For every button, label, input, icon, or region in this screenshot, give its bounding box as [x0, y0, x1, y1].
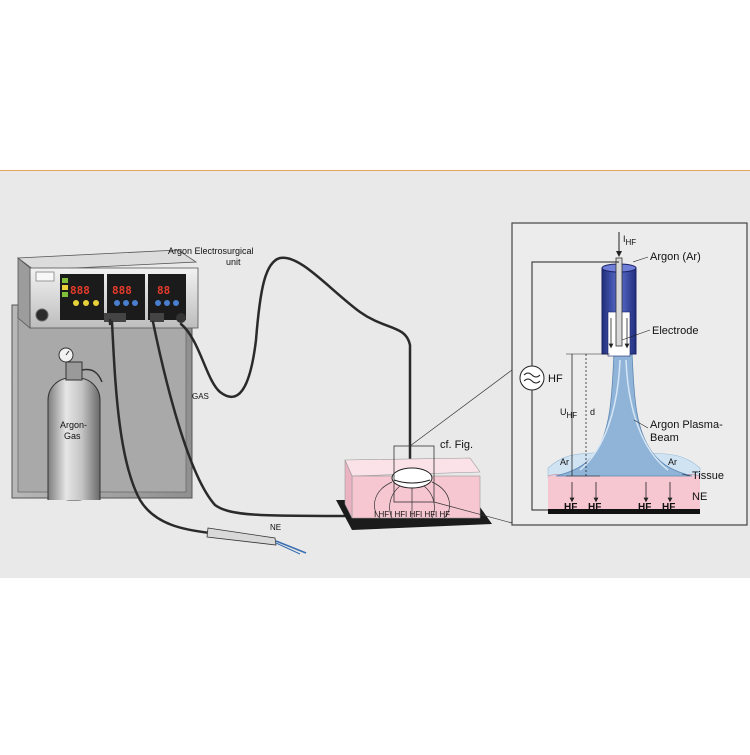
- unit-label-line2: unit: [226, 257, 241, 267]
- argon-gas-label-line2: Gas: [64, 431, 81, 441]
- inset-ar-right-label: Ar: [668, 457, 677, 467]
- display-readout-2: 888: [112, 284, 132, 297]
- inset-hf-arrow-1: HF: [564, 502, 577, 513]
- brand-logo: [35, 271, 55, 282]
- gas-label: GAS: [192, 392, 209, 401]
- power-button: [35, 308, 49, 322]
- tissue-current-4: I HF: [420, 510, 435, 519]
- argon-plasma-beam: [555, 351, 693, 477]
- ne-cable-label: NE: [270, 523, 281, 532]
- inset-hf-arrow-2: HF: [588, 502, 601, 513]
- display-panel-2: [107, 274, 145, 320]
- handpiece: [206, 527, 307, 555]
- handpiece-cable: [110, 320, 212, 535]
- inset-electrode: [615, 257, 623, 347]
- electrosurgical-unit: [16, 249, 199, 329]
- tissue-current-3: I HF: [405, 510, 420, 519]
- display-readout-3: 88: [157, 284, 170, 297]
- ne-cable: [151, 320, 354, 518]
- circuit-wire-bottom: [531, 390, 548, 511]
- inset-uhf-label: UHF: [560, 407, 577, 420]
- tissue-current-2: I HF: [390, 510, 405, 519]
- inset-plasma-label-line2: Beam: [650, 432, 679, 444]
- inset-hf-source-label: HF: [548, 373, 563, 385]
- display-panel-3: [148, 274, 186, 320]
- cf-fig-label: cf. Fig.: [440, 439, 473, 451]
- circuit-wire-top: [531, 261, 619, 366]
- inset-electrode-label: Electrode: [652, 325, 698, 337]
- cables: [108, 256, 412, 535]
- inset-ne-plate: [548, 509, 700, 514]
- tissue-block: [336, 445, 492, 530]
- equipment-cart: [11, 304, 193, 499]
- inset-argon-label: Argon (Ar): [650, 251, 701, 263]
- inset-hf-arrow-3: HF: [638, 502, 651, 513]
- argon-gas-cylinder: [47, 347, 103, 501]
- inset-plasma-label-line1: Argon Plasma-: [650, 419, 723, 431]
- gas-hose: [179, 256, 412, 502]
- unit-label-line1: Argon Electrosurgical: [168, 246, 254, 256]
- inset-panel: [511, 222, 748, 526]
- inset-d-label: d: [590, 407, 595, 417]
- tissue-current-5: I HF: [435, 510, 450, 519]
- cf-fig-frame: [393, 445, 435, 503]
- inset-ar-left-label: Ar: [560, 457, 569, 467]
- inset-tissue: [548, 476, 700, 510]
- inset-ne-label: NE: [692, 491, 707, 503]
- inset-hf-arrow-4: HF: [662, 502, 675, 513]
- leader-line-bottom: [433, 501, 513, 524]
- inset-ihf-label: IHF: [623, 234, 636, 247]
- argon-gas-label-line1: Argon-: [60, 420, 87, 430]
- hf-source-icon: [519, 365, 545, 391]
- inset-tissue-label: Tissue: [692, 470, 724, 482]
- tissue-current-1: I HF: [374, 510, 389, 519]
- display-readout-1: 888: [70, 284, 90, 297]
- leader-line-top: [409, 369, 513, 447]
